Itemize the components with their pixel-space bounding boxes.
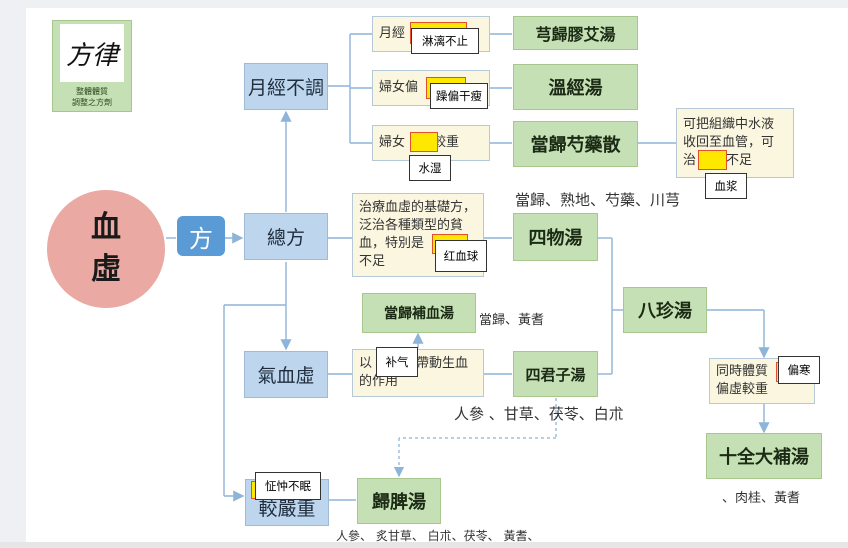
central-node-circle: 血 虛 [47,190,165,308]
highlight-3 [410,132,438,152]
desc-6b: 帶動生血 [416,356,469,371]
note-zhengchong: 怔忡不眠 [255,472,321,500]
node-zongfang: 總方 [244,213,328,260]
note-buqi: 补气 [376,347,418,377]
ingredients-shiquan: 、肉桂、黃耆 [722,491,801,506]
ingredients-guipi: 人參、 炙甘草、 白朮、茯苓、 黃耆、 [336,529,540,543]
note-pianhan: 偏寒 [778,356,820,384]
desc-3a: 婦女 [379,135,406,150]
fang-node: 方 [177,216,225,256]
node-yuejing: 月經不調 [244,63,328,110]
desc-6c: 的作用 [359,374,399,389]
logo-subtitle-2: 調整之方劑 [72,98,112,107]
formula-sijunzi: 四君子湯 [513,351,598,397]
top-banner-strip [0,0,848,8]
desc-1-text: 月經 [379,26,406,41]
formula-siwu: 四物湯 [513,213,598,261]
formula-danggui-buxue: 當歸補血湯 [362,293,476,333]
note-xuejiang: 血浆 [705,173,747,199]
formula-guipi: 歸脾湯 [357,478,441,524]
note-linli: 淋漓不止 [411,28,479,54]
node-qixue: 氣血虛 [244,351,328,398]
note-hongxueqiu: 红血球 [435,240,487,272]
ingredients-siwu: 當歸、熟地、芍藥、川芎 [515,191,681,209]
formula-wenjing: 溫經湯 [513,64,638,110]
formula-shiquan: 十全大補湯 [706,433,822,479]
logo-subtitle-1: 整體體質 [76,87,108,96]
formula-bazhen: 八珍湯 [623,287,707,333]
desc-5d: 不足 [359,254,386,269]
logo-panel: 方律 [60,24,124,82]
node-jiaoyan-label: 較嚴重 [258,498,316,520]
desc-4b: 收回至血管，可 [683,135,775,150]
desc-4d: 不足 [726,153,753,168]
ingredients-buxue: 當歸、黃耆 [479,313,545,328]
ingredients-sijunzi: 人參 、甘草、茯苓、白朮 [454,405,624,423]
desc-7b: 偏虛較重 [716,382,769,397]
bottom-scroll-strip [0,542,848,548]
logo: 方律 整體體質 調整之方劑 [52,20,132,112]
highlight-4 [698,150,727,170]
desc-6-row: 以 帶動生血 [359,355,468,373]
desc-2-text: 婦女偏 [379,80,419,95]
note-zaopian: 躁偏干瘦 [430,83,488,109]
desc-5b: 泛治各種類型的貧 [359,218,464,233]
desc-5a: 治療血虛的基礎方， [359,200,477,215]
note-shuishi: 水湿 [409,155,451,181]
left-margin [0,0,26,548]
desc-6a: 以 [359,356,373,371]
center-char-1: 血 [91,210,121,245]
center-char-2: 虛 [91,252,121,287]
desc-4a: 可把組織中水液 [683,117,775,132]
desc-4c: 治 [683,153,697,168]
desc-4c-row: 治 不足 [683,152,752,170]
formula-danggui-shaoyao: 當歸芍藥散 [513,121,638,167]
desc-danggui-shaoyao: 可把組織中水液 收回至血管，可 治 不足 [676,108,794,178]
formula-xiongguei: 芎歸膠艾湯 [513,16,638,50]
desc-3b: 較重 [433,135,460,150]
desc-5c: 血，特別是 [359,236,425,251]
desc-sijunzi: 以 帶動生血 的作用 [352,349,484,397]
desc-7a: 同時體質 [716,364,769,379]
